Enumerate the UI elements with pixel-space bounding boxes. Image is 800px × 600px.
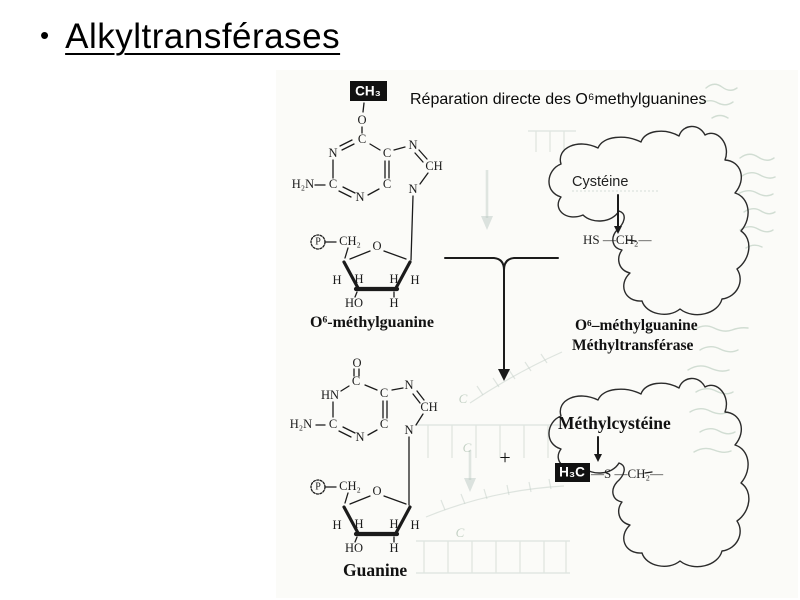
atom-label: H — [354, 272, 363, 286]
bottom-molecule-name: Guanine — [343, 560, 407, 580]
atom-label: O — [352, 356, 361, 370]
atom-label: H — [389, 296, 398, 310]
methylcysteine-label: Méthylcystéine — [558, 413, 671, 433]
atom-label: H — [354, 517, 363, 531]
page-title: Alkyltransférases — [65, 17, 341, 56]
atom-label: CH₂ — [339, 479, 361, 493]
h3c-box — [555, 463, 590, 482]
atom-label: C — [456, 525, 465, 540]
atom-label: C — [380, 386, 388, 400]
reaction-arrow — [444, 257, 559, 381]
atom-label: C — [358, 132, 366, 146]
thioether-group-label: —S —CH₂— — [590, 466, 664, 481]
atom-label: P — [315, 236, 321, 247]
background-bleedthrough: C C C — [416, 83, 776, 574]
atom-label: CH — [420, 400, 437, 414]
enzyme-name-line2: Méthyltransférase — [572, 337, 693, 354]
atom-label: HO — [345, 296, 363, 310]
methyl-box — [350, 81, 387, 101]
atom-label: C — [329, 177, 337, 191]
atom-label: C — [463, 440, 472, 455]
bullet-icon: • — [40, 20, 50, 50]
atom-label: H — [389, 272, 398, 286]
atom-label: N — [355, 430, 364, 444]
atom-label: H₂N — [290, 417, 312, 431]
top-molecule-bonds — [310, 102, 429, 298]
atom-label: HN — [321, 388, 339, 402]
atom-label: H₂N — [292, 177, 314, 191]
scan-area — [276, 70, 798, 598]
atom-label: N — [404, 378, 413, 392]
bottom-molecule-bonds — [310, 368, 425, 543]
atom-label: N — [408, 138, 417, 152]
atom-label: H — [332, 273, 341, 287]
atom-label: N — [408, 182, 417, 196]
atom-label: CH — [425, 159, 442, 173]
thiol-group-label: HS —CH₂— — [583, 232, 652, 247]
atom-label: C — [383, 146, 391, 160]
atom-label: C — [459, 391, 468, 406]
atom-label: C — [383, 177, 391, 191]
atom-label: HO — [345, 541, 363, 555]
slide-title-row: • Alkyltransférases — [40, 16, 340, 58]
enzyme-top: Cystéine HS —CH₂— O⁶–méthylguanine Méthy… — [572, 174, 698, 354]
atom-label: C — [352, 374, 360, 388]
plus-sign: + — [499, 447, 510, 469]
h3c-box-label: H₃C — [559, 465, 585, 480]
atom-label: C — [380, 417, 388, 431]
top-molecule-name: O⁶-méthylguanine — [310, 314, 434, 331]
atom-label: P — [315, 481, 321, 492]
diagram-caption: Réparation directe des O⁶methylguanines — [410, 91, 707, 108]
atom-label: H — [389, 541, 398, 555]
atom-label: CH₂ — [339, 234, 361, 248]
atom-label: C — [329, 417, 337, 431]
atom-label: N — [328, 146, 337, 160]
atom-label: O — [372, 239, 381, 253]
atom-label: O — [372, 484, 381, 498]
atom-label: H — [410, 273, 419, 287]
atom-label: N — [355, 190, 364, 204]
atom-label: N — [404, 423, 413, 437]
methyl-box-label: CH₃ — [355, 84, 381, 99]
enzyme-bottom: Méthylcystéine H₃C —S —CH₂— — [555, 413, 671, 482]
enzyme-name-line1: O⁶–méthylguanine — [575, 317, 698, 334]
atom-label: H — [410, 518, 419, 532]
atom-label: H — [389, 517, 398, 531]
atom-label: O — [357, 113, 366, 127]
atom-label: H — [332, 518, 341, 532]
cysteine-label: Cystéine — [572, 174, 628, 190]
